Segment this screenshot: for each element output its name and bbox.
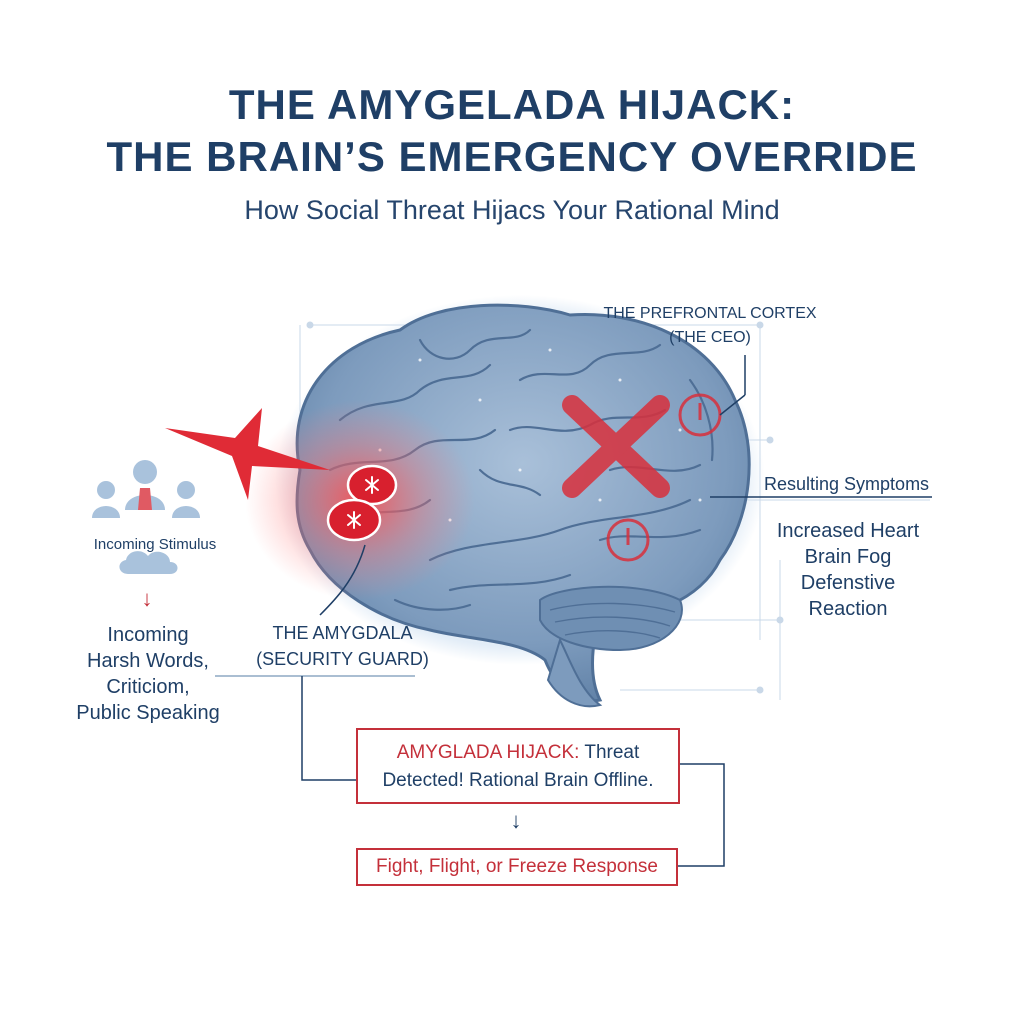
stimulus-arrow-icon: ↓ [141,586,153,611]
warning-circle-icon [606,518,650,562]
stimulus-line: Harsh Words, [87,650,209,672]
amygdala-label-line1: THE AMYGDALA [272,623,413,643]
prefrontal-label-line2: (THE CEO) [669,329,751,346]
lightning-bolt-icon [165,408,330,500]
hijack-alert-line2: Detected! Rational Brain Offline. [382,770,654,791]
symptom-item: Defenstive [800,572,896,594]
people-icon [92,460,200,518]
symptom-item: Reaction [808,598,888,620]
amygdala-nodes [326,464,398,542]
stimulus-line: Public Speaking [76,702,220,724]
hijack-alert-suffix: Threat [579,742,640,763]
hijack-alert-line1: AMYGLADA HIJACK: Threat [358,739,678,767]
amygdala-label: THE AMYGDALA (SECURITY GUARD) [250,620,435,672]
stimulus-label: Incoming Stimulus [93,536,217,553]
page-title-line2: THE BRAIN’S EMERGENCY OVERRIDE [106,133,918,180]
symptom-item: Brain Fog [804,546,892,568]
symptom-item: Increased Heart [776,520,920,542]
response-box: Fight, Flight, or Freeze Response [356,848,678,886]
stimulus-line: Criticiom, [106,676,190,698]
page-title: THE AMYGELADA HIJACK: [228,81,796,128]
hijack-alert-box: AMYGLADA HIJACK: Threat Detected! Ration… [356,728,680,804]
cloud-icon [119,551,178,574]
symptoms-list: Increased Heart Brain Fog Defenstive Rea… [760,518,936,622]
prefrontal-label: THE PREFRONTAL CORTEX (THE CEO) [600,302,820,350]
stimulus-line: Incoming [107,624,189,646]
stimulus-examples: Incoming Harsh Words, Criticiom, Public … [68,622,228,726]
flow-arrow-icon: ↓ [510,808,522,833]
amygdala-label-line2: (SECURITY GUARD) [256,649,429,669]
prefrontal-label-line1: THE PREFRONTAL CORTEX [603,305,817,322]
symptoms-heading: Resulting Symptoms [764,474,930,494]
page-subtitle: How Social Threat Hijacs Your Rational M… [244,195,780,225]
disabled-cross-icon [562,395,670,498]
hijack-alert-prefix: AMYGLADA HIJACK: [396,742,580,763]
